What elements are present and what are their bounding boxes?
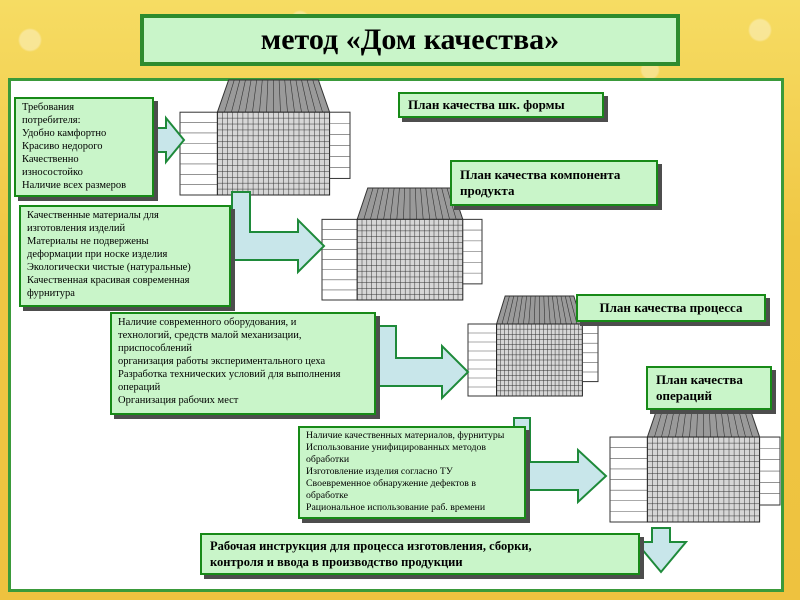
text-line: обработке (306, 490, 349, 501)
bottom-instruction-box: Рабочая инструкция для процесса изготовл… (200, 533, 640, 575)
requirements-box-2: Качественные материалы для изготовления и… (19, 205, 231, 307)
text-line: Качественная красивая современная (27, 275, 190, 286)
text-line: изготовления изделий (27, 223, 126, 234)
text-line: Использование унифицированных методов (306, 442, 486, 453)
text-line: Изготовление изделия согласно ТУ (306, 466, 453, 477)
text-line: Качественно (22, 154, 79, 165)
requirements-lines-2: Качественные материалы для изготовления и… (27, 209, 223, 300)
flow-arrow-4 (513, 417, 608, 505)
plan-label-4: План качества операций (646, 366, 772, 410)
flow-arrow-3 (377, 325, 470, 401)
text-line: организация работы экспериментального це… (118, 356, 326, 367)
flow-arrow-2 (231, 191, 326, 275)
text-line: фурнитура (27, 288, 75, 299)
text-line: износостойко (22, 167, 83, 178)
house-of-quality-2 (321, 187, 483, 301)
text-line: Разработка технических условий для выпол… (118, 369, 341, 380)
slide-title: метод «Дом качества» (140, 14, 680, 66)
requirements-box-3: Наличие современного оборудования, и техн… (110, 312, 376, 415)
plan-label-2: План качества компонента продукта (450, 160, 658, 206)
requirements-box-4: Наличие качественных материалов, фурниту… (298, 426, 526, 519)
text-line: обработки (306, 454, 350, 465)
plan-label-3: План качества процесса (576, 294, 766, 322)
text-line: Организация рабочих мест (118, 395, 239, 406)
requirements-lines-3: Наличие современного оборудования, и техн… (118, 316, 368, 407)
flow-arrow-5 (633, 527, 689, 574)
text-line: Удобно камфортно (22, 128, 107, 139)
house-of-quality-4 (609, 403, 781, 523)
text-line: Рациональное использование раб. времени (306, 502, 486, 513)
flow-arrow-1 (153, 115, 186, 165)
house-of-quality-1 (179, 79, 351, 196)
text-line: деформации при носке изделия (27, 249, 168, 260)
text-line: Наличие качественных материалов, фурниту… (306, 430, 505, 441)
text-line: потребителя: (22, 115, 81, 126)
text-line: Материалы не подвержены (27, 236, 149, 247)
text-line: приспособлений (118, 343, 193, 354)
text-line: Своевременное обнаружение дефектов в (306, 478, 476, 489)
text-line: Экологически чистые (натуральные) (27, 262, 191, 273)
requirements-lines-4: Наличие качественных материалов, фурниту… (306, 430, 518, 514)
plan-label-1: План качества шк. формы (398, 92, 604, 118)
bottom-instruction-lines: Рабочая инструкция для процесса изготовл… (210, 538, 630, 570)
text-line: Наличие всех размеров (22, 180, 127, 191)
text-line: Наличие современного оборудования, и (118, 317, 297, 328)
text-line: Красиво недорого (22, 141, 103, 152)
text-line: Требования (22, 102, 75, 113)
text-line: Рабочая инструкция для процесса изготовл… (210, 539, 532, 553)
house-of-quality-3 (467, 295, 599, 397)
text-line: операций (118, 382, 161, 393)
text-line: контроля и ввода в производство продукци… (210, 555, 463, 569)
text-line: Качественные материалы для (27, 210, 159, 221)
text-line: технологий, средств малой механизации, (118, 330, 302, 341)
